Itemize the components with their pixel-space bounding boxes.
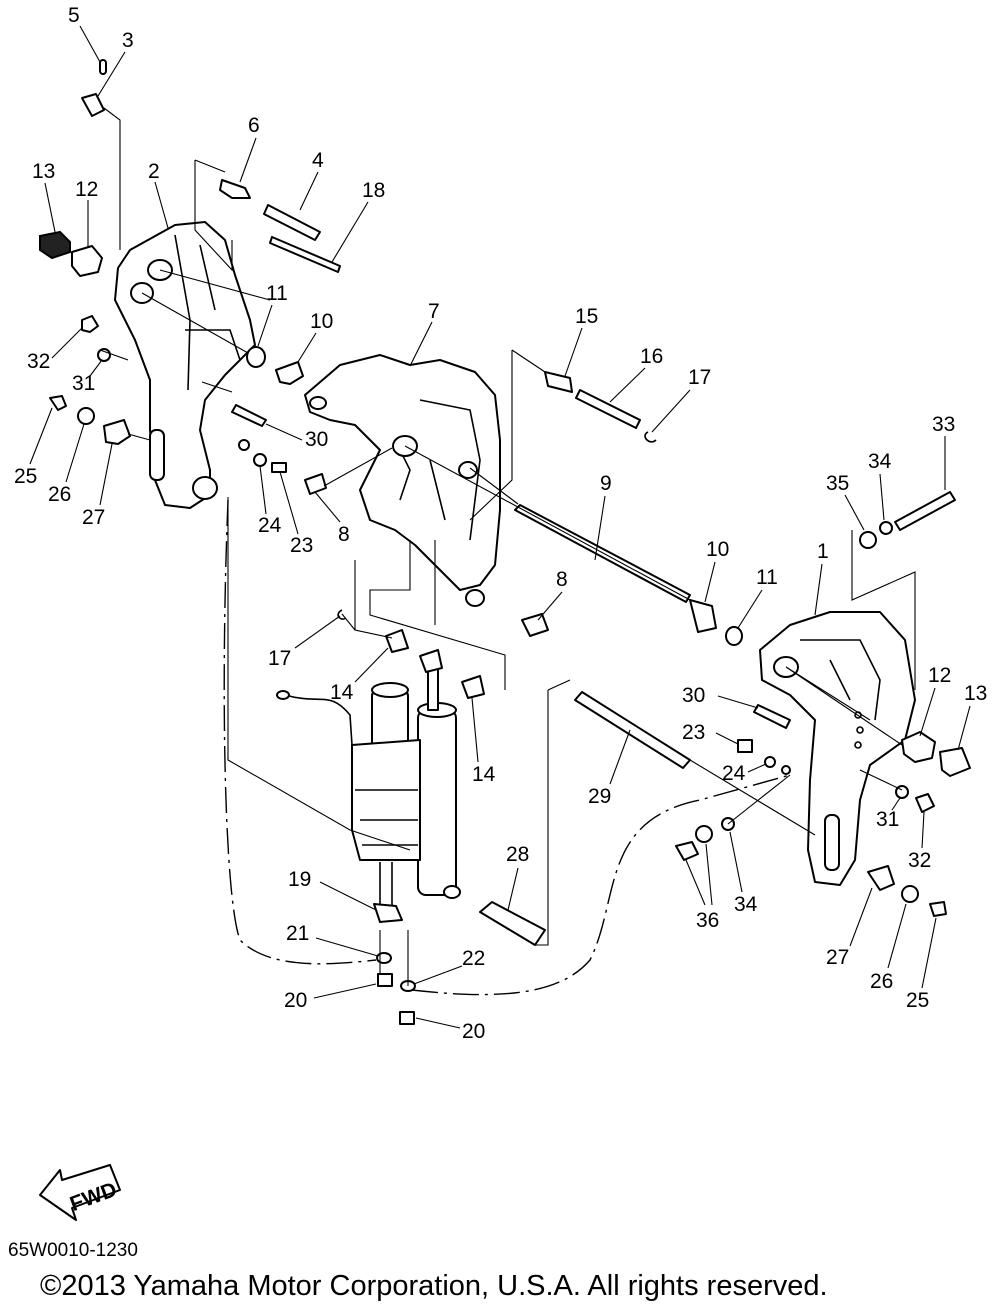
callout-26-right: 26 bbox=[870, 970, 893, 993]
callout-20-right: 20 bbox=[462, 1020, 485, 1043]
callout-8-right: 8 bbox=[556, 568, 568, 591]
callout-33: 33 bbox=[932, 413, 955, 436]
callout-1: 1 bbox=[817, 540, 829, 563]
callout-21: 21 bbox=[286, 922, 309, 945]
callout-22: 22 bbox=[462, 947, 485, 970]
callout-12-right: 12 bbox=[928, 664, 951, 687]
callout-30-right: 30 bbox=[682, 684, 705, 707]
callout-11-left: 11 bbox=[266, 282, 288, 305]
callout-34-top: 34 bbox=[868, 450, 892, 473]
callout-17-right: 17 bbox=[688, 366, 711, 389]
callout-6: 6 bbox=[248, 114, 260, 137]
callout-31-left: 31 bbox=[72, 372, 95, 395]
callout-11-right: 11 bbox=[756, 566, 778, 589]
callout-9: 9 bbox=[600, 472, 612, 495]
leader-lines bbox=[99, 107, 916, 996]
callout-32-left: 32 bbox=[27, 350, 50, 373]
callout-32-right: 32 bbox=[908, 849, 931, 872]
callout-25-right: 25 bbox=[906, 989, 929, 1012]
callout-23-right: 23 bbox=[682, 721, 705, 744]
callout-2: 2 bbox=[148, 160, 160, 183]
callout-4: 4 bbox=[312, 149, 324, 172]
callout-27-right: 27 bbox=[826, 946, 849, 969]
callout-15: 15 bbox=[575, 305, 598, 328]
callout-12-left: 12 bbox=[75, 178, 98, 201]
callout-19: 19 bbox=[288, 868, 311, 891]
clamp-bracket-right bbox=[759, 611, 916, 886]
small-parts bbox=[39, 59, 971, 1025]
callout-28: 28 bbox=[506, 843, 529, 866]
callout-26-left: 26 bbox=[48, 483, 71, 506]
callout-14-left: 14 bbox=[330, 681, 354, 704]
callout-13-right: 13 bbox=[964, 682, 987, 705]
fwd-direction-arrow: FWD bbox=[39, 1164, 121, 1221]
callout-10-right: 10 bbox=[706, 538, 729, 561]
callout-18: 18 bbox=[362, 179, 385, 202]
callout-29: 29 bbox=[588, 785, 611, 808]
callout-3: 3 bbox=[122, 29, 134, 52]
callout-13-left: 13 bbox=[32, 160, 55, 183]
copyright-notice: ©2013 Yamaha Motor Corporation, U.S.A. A… bbox=[40, 1270, 828, 1302]
callout-36: 36 bbox=[696, 909, 719, 932]
callout-17-left: 17 bbox=[268, 647, 291, 670]
callout-10-left: 10 bbox=[310, 310, 333, 333]
part-callouts: 5 3 6 4 13 12 2 18 11 10 7 32 31 15 16 1… bbox=[14, 4, 987, 1043]
callout-34-bottom: 34 bbox=[734, 893, 758, 916]
callout-30-left: 30 bbox=[305, 428, 328, 451]
callout-24-right: 24 bbox=[722, 762, 746, 785]
callout-27-left: 27 bbox=[82, 506, 105, 529]
diagram-code: 65W0010-1230 bbox=[8, 1240, 138, 1261]
callout-7: 7 bbox=[428, 300, 440, 323]
swivel-bracket bbox=[304, 354, 501, 607]
callout-8-left: 8 bbox=[338, 523, 350, 546]
callout-14-right: 14 bbox=[472, 763, 496, 786]
callout-20-left: 20 bbox=[284, 989, 307, 1012]
callout-16: 16 bbox=[640, 345, 663, 368]
callout-31-right: 31 bbox=[876, 808, 899, 831]
callout-24-left: 24 bbox=[258, 514, 282, 537]
tilt-cylinder bbox=[276, 654, 461, 905]
clamp-bracket-left bbox=[114, 221, 256, 509]
callout-25-left: 25 bbox=[14, 465, 37, 488]
callout-5: 5 bbox=[68, 4, 80, 27]
callout-35: 35 bbox=[826, 472, 849, 495]
callout-23-left: 23 bbox=[290, 534, 313, 557]
